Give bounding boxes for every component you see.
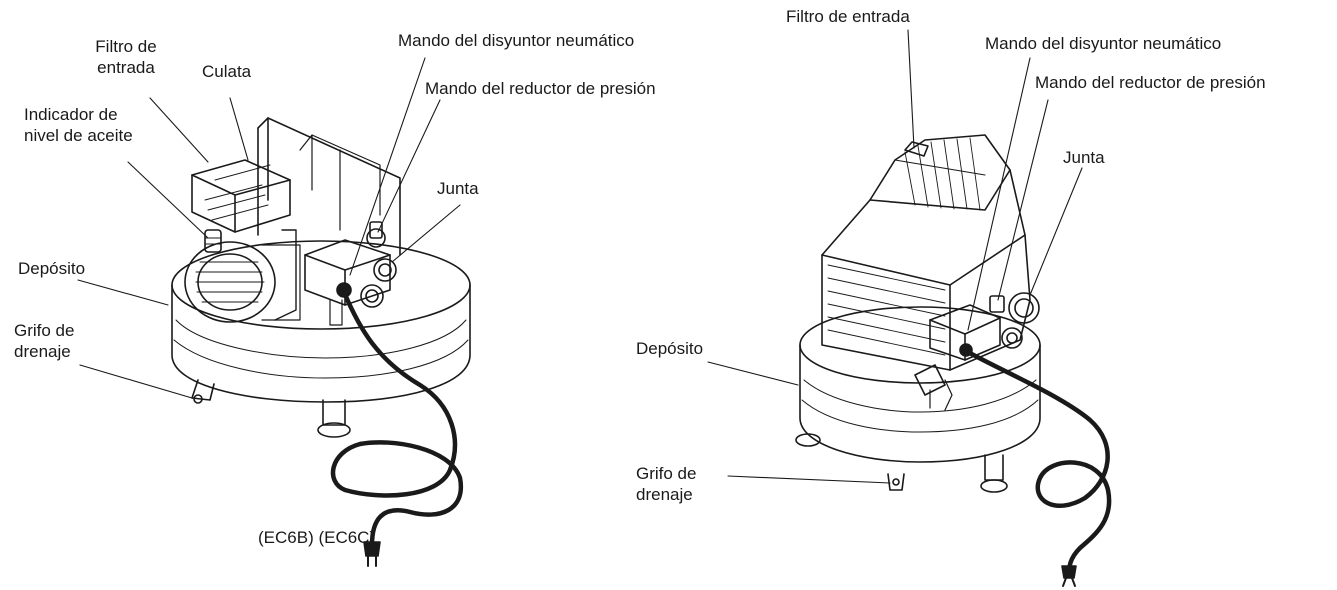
left-cylinder-head bbox=[191, 159, 291, 233]
leader-right-grifo bbox=[727, 475, 891, 484]
right-compressor-drawing bbox=[795, 134, 1112, 587]
leader-right-filtro bbox=[907, 29, 915, 149]
leader-left-disyuntor bbox=[349, 57, 426, 276]
left-power-cord bbox=[330, 289, 464, 548]
leader-left-reductor bbox=[377, 99, 441, 233]
leader-lines bbox=[77, 29, 1083, 484]
label-left-indicador-nivel-aceite: Indicador de nivel de aceite bbox=[24, 104, 133, 146]
leader-left-filtro bbox=[149, 97, 209, 163]
label-left-deposito: Depósito bbox=[18, 259, 86, 278]
label-left-mando-reductor: Mando del reductor de presión bbox=[425, 79, 656, 98]
leader-right-disyuntor bbox=[967, 57, 1031, 331]
label-left-filtro-line2: entrada bbox=[97, 58, 155, 77]
leader-left-deposito bbox=[77, 279, 169, 306]
left-oil-indicator bbox=[204, 229, 222, 253]
left-compressor-drawing bbox=[171, 117, 471, 567]
leader-left-indicador bbox=[127, 161, 209, 239]
label-right-junta: Junta bbox=[1063, 148, 1105, 167]
label-left-grifo-line1: Grifo de bbox=[14, 321, 75, 340]
right-plug bbox=[1061, 565, 1077, 587]
model-caption: (EC6B) (EC6C) bbox=[258, 528, 376, 547]
label-right-grifo-line2: drenaje bbox=[636, 485, 693, 504]
label-right-filtro-de-entrada: Filtro de entrada bbox=[786, 7, 910, 26]
right-shroud bbox=[821, 134, 1031, 371]
label-left-filtro-de-entrada: Filtro de entrada bbox=[76, 36, 176, 78]
right-tank bbox=[799, 306, 1041, 463]
leader-left-culata bbox=[229, 97, 249, 161]
leader-left-junta bbox=[391, 204, 461, 263]
label-left-filtro-line1: Filtro de bbox=[95, 37, 157, 56]
label-left-indicador-line2: nivel de aceite bbox=[24, 126, 133, 145]
label-left-indicador-line1: Indicador de bbox=[24, 105, 118, 124]
left-tank bbox=[171, 240, 471, 403]
right-drain-valve bbox=[887, 473, 905, 491]
label-right-mando-reductor: Mando del reductor de presión bbox=[1035, 73, 1266, 92]
right-power-cord bbox=[965, 349, 1112, 578]
left-shroud bbox=[257, 117, 401, 256]
leader-right-deposito bbox=[707, 361, 799, 386]
left-drain-valve bbox=[191, 379, 215, 404]
right-manifold bbox=[914, 292, 1040, 411]
label-left-culata: Culata bbox=[202, 62, 252, 81]
label-left-grifo-line2: drenaje bbox=[14, 342, 71, 361]
leader-left-grifo bbox=[79, 364, 193, 399]
label-left-mando-disyuntor: Mando del disyuntor neumático bbox=[398, 31, 635, 50]
label-left-grifo-de-drenaje: Grifo de drenaje bbox=[14, 320, 74, 362]
right-feet bbox=[795, 433, 1008, 493]
leader-right-reductor bbox=[997, 99, 1049, 301]
left-plug bbox=[363, 541, 381, 567]
label-right-mando-disyuntor: Mando del disyuntor neumático bbox=[985, 34, 1222, 53]
left-feet bbox=[317, 399, 351, 438]
label-right-grifo-de-drenaje: Grifo de drenaje bbox=[636, 463, 696, 505]
left-motor bbox=[184, 241, 301, 323]
label-left-junta: Junta bbox=[437, 179, 479, 198]
leader-right-junta bbox=[1029, 167, 1083, 296]
label-right-grifo-line1: Grifo de bbox=[636, 464, 697, 483]
label-right-deposito: Depósito bbox=[636, 339, 704, 358]
